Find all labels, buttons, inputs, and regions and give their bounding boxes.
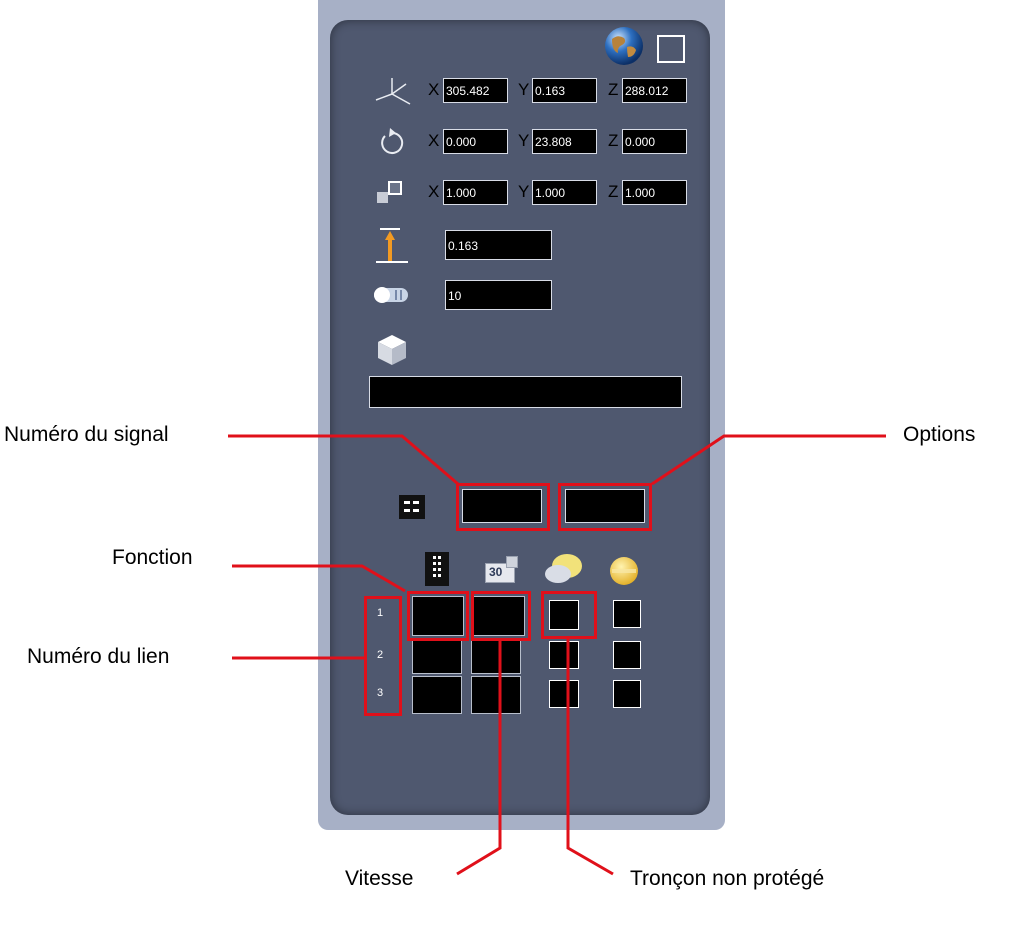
position-z-label: Z	[608, 80, 619, 99]
signal-icon	[399, 495, 425, 519]
annotation-options: Options	[903, 423, 976, 446]
counter-field[interactable]: 10	[445, 280, 552, 310]
signal-number-leader	[228, 434, 459, 486]
unprotected-section-column-icon	[545, 554, 582, 583]
height-arrow-icon	[376, 228, 408, 263]
visibility-checkbox[interactable]	[657, 35, 685, 63]
annotation-speed: Vitesse	[345, 867, 414, 890]
link-number-highlight	[364, 596, 402, 716]
status-light-column-icon	[610, 557, 638, 585]
position-y-field[interactable]: 0.163	[532, 78, 597, 103]
link-speed-cell[interactable]	[471, 676, 521, 714]
unprotected-section-leader	[566, 639, 614, 876]
object-cube-icon	[378, 335, 406, 365]
link-unprotected-checkbox[interactable]	[549, 600, 579, 630]
rotation-x-label: X	[428, 131, 440, 150]
speed-icon-label: 30	[489, 565, 503, 579]
options-leader	[651, 434, 886, 486]
height-field[interactable]: 0.163	[445, 230, 552, 260]
globe-icon[interactable]	[603, 25, 645, 67]
speed-highlight	[471, 591, 531, 641]
annotation-signal-number: Numéro du signal	[4, 423, 169, 446]
annotation-unprotected-section: Tronçon non protégé	[630, 867, 825, 890]
signal-options-field[interactable]	[565, 489, 645, 523]
speed-leader	[456, 641, 502, 876]
link-unprotected-checkbox[interactable]	[549, 641, 579, 669]
link-speed-cell[interactable]	[471, 638, 521, 674]
rotation-y-field[interactable]: 23.808	[532, 129, 597, 154]
function-column-icon	[425, 552, 449, 586]
position-x-label: X	[428, 80, 440, 99]
rotation-y-label: Y	[518, 131, 530, 150]
position-x-field[interactable]: 305.482	[443, 78, 508, 103]
position-y-label: Y	[518, 80, 530, 99]
object-name-field[interactable]	[369, 376, 682, 408]
annotation-function: Fonction	[112, 546, 193, 569]
scale-x-field[interactable]: 1.000	[443, 180, 508, 205]
link-function-cell[interactable]	[412, 676, 462, 714]
function-highlight	[407, 591, 469, 641]
speed-column-icon: 30	[485, 563, 515, 583]
rotation-z-label: Z	[608, 131, 619, 150]
function-leader	[232, 564, 406, 593]
position-axes-icon	[375, 78, 411, 105]
scale-y-field[interactable]: 1.000	[532, 180, 597, 205]
signal-number-highlight	[456, 483, 550, 531]
rotation-z-field[interactable]: 0.000	[622, 129, 687, 154]
scale-icon	[377, 181, 402, 203]
options-highlight	[558, 483, 652, 531]
scale-z-label: Z	[608, 182, 619, 201]
annotation-link-number: Numéro du lien	[27, 645, 170, 668]
rotation-x-field[interactable]: 0.000	[443, 129, 508, 154]
scale-x-label: X	[428, 182, 440, 201]
link-status-checkbox[interactable]	[613, 680, 641, 708]
link-row-number: 3	[377, 687, 384, 699]
unprotected-section-highlight	[541, 591, 597, 639]
scale-z-field[interactable]: 1.000	[622, 180, 687, 205]
link-row-number: 1	[377, 607, 384, 619]
link-status-checkbox[interactable]	[613, 600, 641, 628]
counter-toggle-icon	[374, 287, 408, 303]
speed-icon-badge	[506, 556, 518, 568]
link-speed-cell[interactable]	[473, 596, 525, 636]
link-status-checkbox[interactable]	[613, 641, 641, 669]
rotation-icon	[381, 128, 404, 154]
position-z-field[interactable]: 288.012	[622, 78, 687, 103]
link-row-number: 2	[377, 649, 384, 661]
link-function-cell[interactable]	[412, 596, 464, 636]
signal-number-field[interactable]	[462, 489, 542, 523]
scale-y-label: Y	[518, 182, 530, 201]
link-unprotected-checkbox[interactable]	[549, 680, 579, 708]
